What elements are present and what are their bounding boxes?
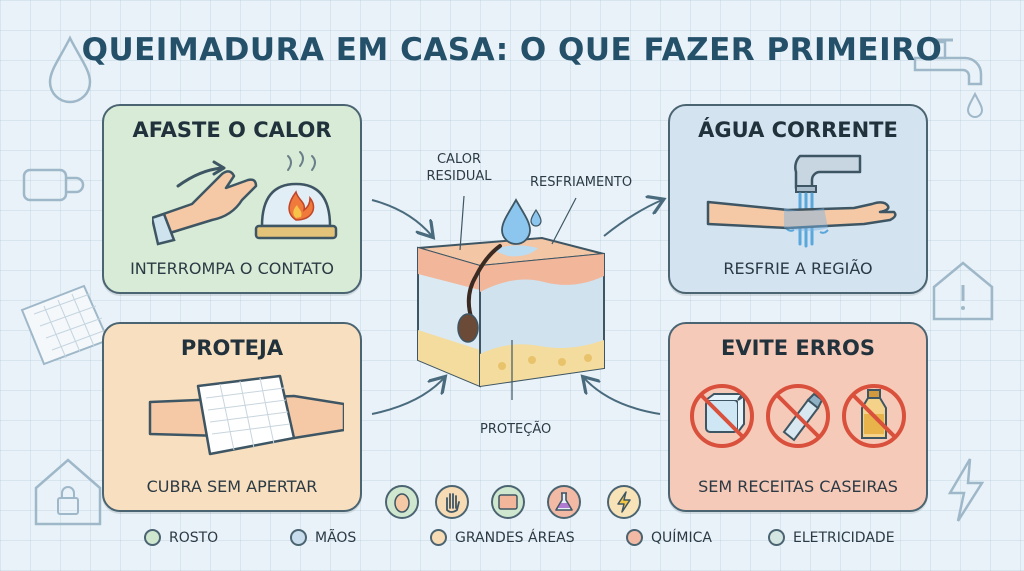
gauze-on-arm-icon: [148, 374, 344, 456]
card-afaste-calor: AFASTE O CALOR INTERROMPA O CONTATO: [102, 104, 362, 294]
legend-item-grandes-areas: GRANDES ÁREAS: [430, 529, 575, 546]
arrow-proteja-to-center: [371, 378, 444, 415]
skin-layers-diagram: [417, 195, 605, 400]
legend-item-maos: MÃOS: [290, 529, 356, 546]
card-heading: PROTEJA: [180, 336, 284, 360]
card-proteja: PROTEJA CUBRA SEM APERTAR: [102, 322, 362, 512]
appliance-decoration-icon: [22, 168, 85, 202]
gauze-decoration-icon: [20, 284, 110, 366]
card-caption: INTERROMPA O CONTATO: [130, 259, 334, 278]
legend-dot: [768, 529, 785, 546]
legend-label: GRANDES ÁREAS: [455, 529, 575, 546]
legend-label: MÃOS: [315, 529, 357, 546]
arrow-center-to-agua: [603, 200, 662, 237]
water-drop-decoration-icon: [48, 35, 92, 104]
arrow-afaste-to-center: [371, 199, 432, 236]
card-agua-corrente: ÁGUA CORRENTE RESFRIE A REGIÃO: [668, 104, 928, 294]
legend-item-eletricidade: ELETRICIDADE: [768, 529, 895, 546]
card-caption: RESFRIE A REGIÃO: [723, 259, 873, 278]
legend-dot: [430, 529, 447, 546]
faucet-decoration-icon: [913, 38, 984, 118]
legend-dot: [290, 529, 307, 546]
page-title: QUEIMADURA EM CASA: O QUE FAZER PRIMEIRO: [81, 32, 943, 68]
card-caption: SEM RECEITAS CASEIRAS: [698, 477, 898, 496]
lightning-decoration-icon: [947, 458, 985, 522]
legend-label: QUÍMICA: [651, 529, 712, 546]
legend-item-rosto: ROSTO: [144, 529, 218, 546]
chemical-flask-icon: [547, 485, 581, 519]
label-protecao: PROTEÇÃO: [480, 422, 552, 437]
legend-label: ELETRICIDADE: [793, 529, 895, 546]
face-icon: [385, 485, 419, 519]
legend-dot: [144, 529, 161, 546]
house-alert-decoration-icon: [932, 261, 994, 321]
card-evite-erros: EVITE ERROS SEM RECEITAS CASEIRAS: [668, 322, 928, 512]
no-ointment-icon: [766, 384, 830, 448]
legend: ROSTO MÃOS GRANDES ÁREAS QUÍMICA ELETRIC…: [0, 529, 1024, 551]
arrow-evite-to-center: [584, 378, 661, 415]
no-ice-icon: [690, 384, 754, 448]
large-area-icon: [491, 485, 525, 519]
hand-pulling-away-icon: [152, 151, 338, 246]
card-caption: CUBRA SEM APERTAR: [146, 477, 318, 496]
electricity-bolt-icon: [607, 485, 641, 519]
label-calor-residual: CALOR RESIDUAL: [426, 152, 492, 184]
house-lock-decoration-icon: [34, 458, 102, 526]
card-heading: EVITE ERROS: [720, 336, 876, 360]
card-heading: AFASTE O CALOR: [132, 118, 332, 142]
legend-item-quimica: QUÍMICA: [626, 529, 712, 546]
legend-dot: [626, 529, 643, 546]
legend-label: ROSTO: [169, 529, 219, 546]
card-heading: ÁGUA CORRENTE: [698, 118, 898, 142]
hand-icon: [435, 485, 469, 519]
no-oil-bottle-icon: [842, 384, 906, 448]
faucet-arm-icon: [706, 154, 897, 248]
label-resfriamento: RESFRIAMENTO: [530, 175, 633, 190]
